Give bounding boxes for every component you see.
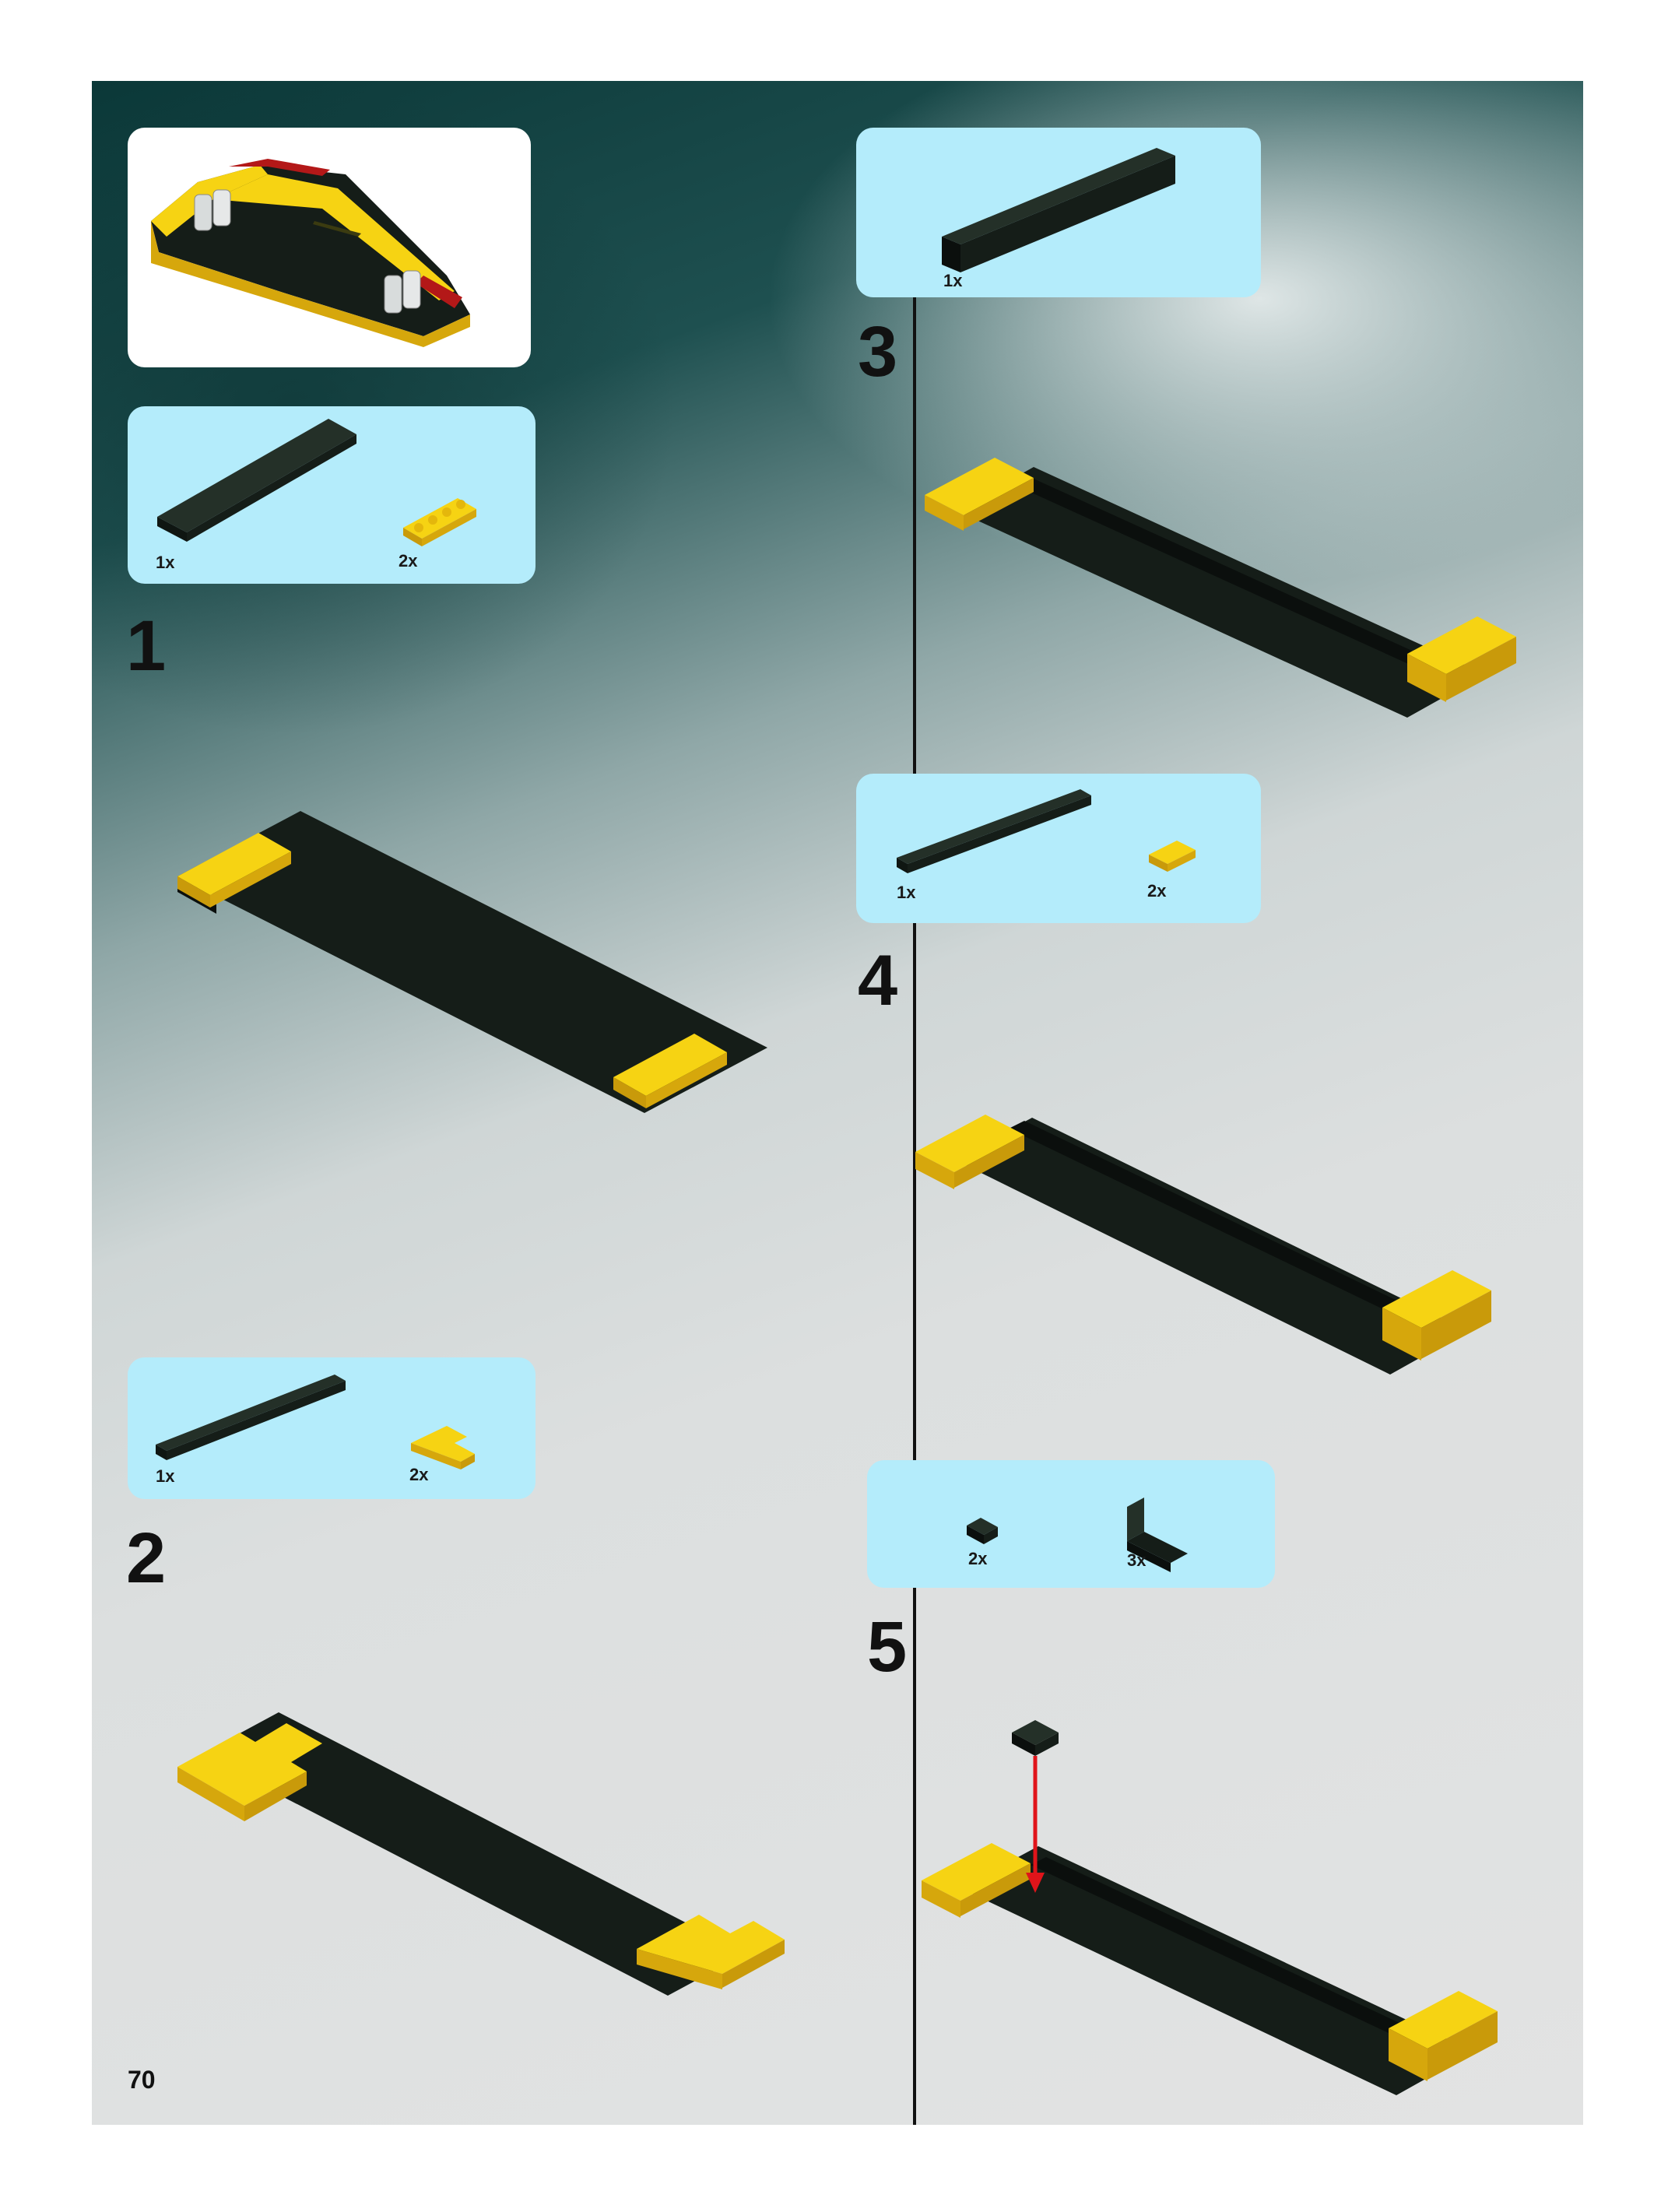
exhaust-icon <box>195 195 212 230</box>
qty-label: 3x <box>1127 1550 1146 1571</box>
preview-image <box>128 128 531 367</box>
instruction-page: 1x 2x 1 1x 2x 2 <box>92 81 1583 2125</box>
step-2-model <box>170 1692 792 2019</box>
qty-label: 2x <box>1147 881 1166 901</box>
step-4-model <box>908 1074 1515 1385</box>
tile-part-icon <box>1012 1720 1059 1756</box>
qty-label: 1x <box>897 883 915 903</box>
qty-label: 2x <box>409 1465 428 1485</box>
yellow-plate-icon <box>1149 841 1196 872</box>
qty-label: 2x <box>399 551 417 571</box>
parts-box-step-3: 1x <box>856 128 1261 297</box>
step-number: 5 <box>867 1611 907 1683</box>
qty-label: 2x <box>968 1549 987 1569</box>
parts-box-step-2: 1x 2x <box>128 1357 536 1499</box>
yellow-corner-plate-icon <box>411 1426 475 1469</box>
qty-label: 1x <box>943 271 962 291</box>
black-plate-icon <box>157 419 356 542</box>
parts-images-step-4 <box>856 774 1261 923</box>
parts-images-step-2 <box>128 1357 536 1499</box>
step-number: 3 <box>858 316 897 388</box>
parts-images-step-5 <box>867 1460 1275 1588</box>
qty-label: 1x <box>156 553 174 573</box>
page-number: 70 <box>128 2066 156 2094</box>
black-plate-icon <box>897 789 1091 873</box>
parts-box-step-1: 1x 2x <box>128 406 536 584</box>
qty-label: 1x <box>156 1466 174 1487</box>
step-5-model <box>914 1709 1521 2114</box>
step-number: 1 <box>126 610 166 682</box>
black-plate-icon <box>156 1375 346 1460</box>
parts-images-step-1 <box>128 406 536 584</box>
black-brick-icon <box>942 148 1175 272</box>
parts-box-step-5: 2x 3x <box>867 1460 1275 1588</box>
parts-box-step-4: 1x 2x <box>856 774 1261 923</box>
yellow-plate-icon <box>403 498 476 546</box>
step-number: 4 <box>858 945 897 1016</box>
step-3-model <box>909 417 1516 729</box>
step-number: 2 <box>126 1522 166 1594</box>
parts-images-step-3 <box>856 128 1261 297</box>
subassembly-preview <box>128 128 531 367</box>
black-tile-icon <box>967 1518 998 1544</box>
step-1-model <box>170 797 792 1139</box>
